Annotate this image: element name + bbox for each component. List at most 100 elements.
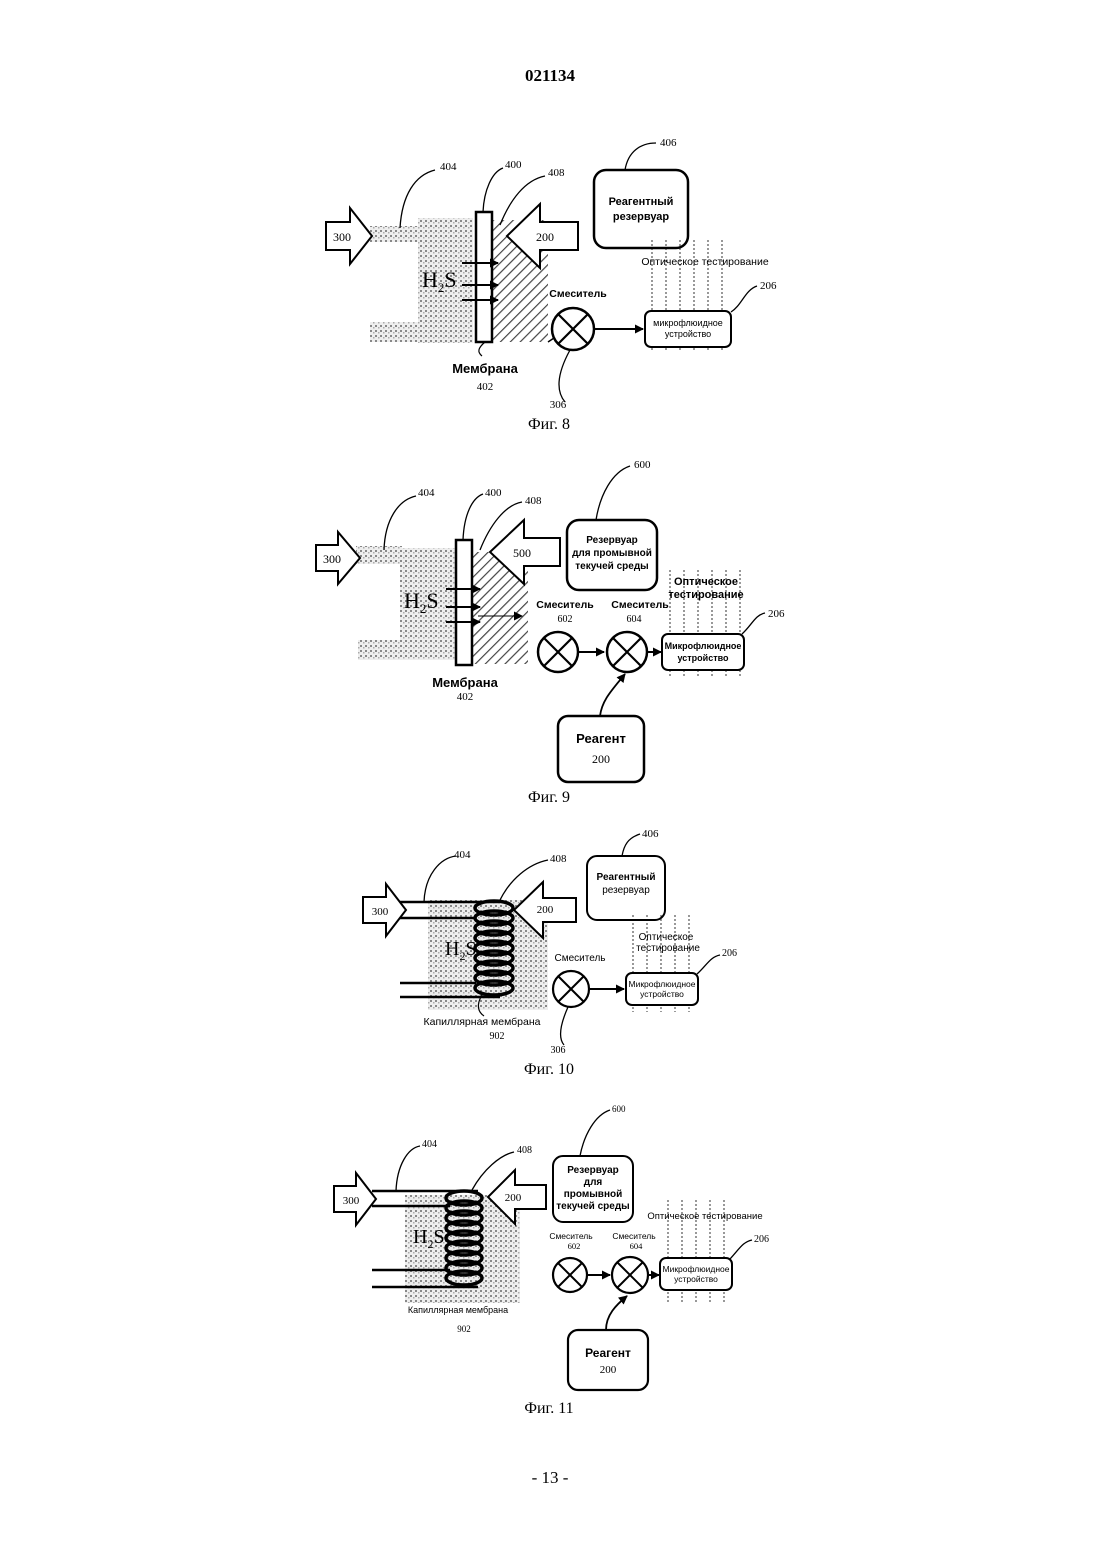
reservoir-label: Резервуар — [567, 1165, 619, 1176]
reservoir-label: для — [584, 1177, 603, 1188]
arrow-label: 500 — [513, 546, 531, 560]
leader-line — [559, 350, 570, 402]
reservoir-label: текучей среды — [556, 1201, 629, 1212]
reservoir-label: Реагентный — [597, 872, 656, 883]
arrow-label: 300 — [372, 906, 389, 918]
microfluidic-device — [662, 634, 744, 670]
ref-label: 406 — [642, 828, 659, 840]
leader-line — [384, 496, 416, 550]
ref-label: 200 — [592, 752, 610, 766]
optical-label: тестирование — [668, 589, 743, 601]
reagent-feed-arrow — [606, 1296, 627, 1330]
device-label: микрофлюидное — [653, 318, 723, 328]
outlet-pipe — [358, 640, 402, 660]
leader-line — [622, 834, 640, 856]
mixer-label: Смеситель — [612, 1231, 656, 1241]
page-number: - 13 - — [0, 1468, 1100, 1488]
ref-label: 600 — [612, 1104, 626, 1114]
leader-line — [561, 1007, 568, 1045]
ref-label: 206 — [754, 1234, 769, 1245]
optical-label: Оптическое тестирование — [641, 256, 768, 268]
figure-caption: Фиг. 9 — [528, 789, 570, 806]
ref-label: 206 — [722, 948, 737, 959]
figure-caption: Фиг. 11 — [524, 1400, 573, 1417]
ref-label: 400 — [505, 159, 522, 171]
ref-label: 902 — [490, 1031, 505, 1042]
membrane-label: Мембрана — [452, 361, 518, 376]
reagent-reservoir — [594, 170, 688, 248]
mixer-label: Смеситель — [536, 599, 594, 611]
arrow-label: 300 — [333, 230, 351, 244]
reagent-label: Реагент — [576, 731, 626, 746]
ref-label: 200 — [600, 1364, 617, 1376]
device-label: Микрофлюидное — [665, 641, 742, 651]
reservoir-label: резервуар — [613, 211, 670, 223]
leader-line — [463, 494, 483, 540]
leader-line — [396, 1146, 420, 1191]
leader-line — [742, 613, 765, 634]
membrane-label: Мембрана — [432, 675, 498, 690]
leader-line — [697, 955, 720, 974]
figure-9: 300 500 H2S 404 400 408 Резервуар для пр… — [316, 459, 785, 806]
ref-label: 600 — [634, 459, 651, 471]
reagent-feed-arrow — [600, 674, 625, 716]
ref-label: 306 — [551, 1045, 566, 1056]
optical-label: Оптическое тестирование — [647, 1211, 762, 1222]
optical-label: тестирование — [636, 943, 700, 954]
ref-label: 206 — [768, 608, 785, 620]
ref-label: 602 — [558, 614, 573, 625]
membrane — [456, 540, 472, 665]
device-label: Микрофлюидное — [629, 979, 696, 989]
reagent-container — [558, 716, 644, 782]
ref-label: 404 — [422, 1139, 437, 1150]
leader-line — [731, 286, 757, 312]
ref-label: 604 — [630, 1241, 644, 1251]
ref-label: 408 — [517, 1145, 532, 1156]
ref-label: 604 — [627, 614, 642, 625]
ref-label: 602 — [568, 1241, 581, 1251]
ref-label: 400 — [485, 487, 502, 499]
ref-label: 408 — [548, 167, 565, 179]
ref-label: 902 — [457, 1324, 471, 1334]
arrow-label: 200 — [536, 230, 554, 244]
leader-line — [730, 1240, 752, 1259]
figure-11: 300 200 H2S 404 408 Резервуар для промыв… — [334, 1104, 769, 1417]
membrane-label: Капиллярная мембрана — [408, 1305, 508, 1315]
figure-10: 300 200 H2S 404 408 Реагентный резервуар… — [363, 828, 737, 1078]
reservoir-label: Реагентный — [609, 196, 674, 208]
ref-label: 306 — [550, 399, 567, 411]
inlet-pipe — [370, 226, 420, 242]
figure-8: 300 200 H2S 404 400 408 Реагентный резер… — [326, 137, 777, 433]
mixer-label: Смеситель — [549, 1231, 593, 1241]
reagent-container — [568, 1330, 648, 1390]
leader-line — [625, 143, 656, 170]
device-label: устройство — [677, 653, 729, 663]
ref-label: 404 — [454, 849, 471, 861]
leader-line — [424, 856, 456, 902]
optical-label: Оптическое — [674, 576, 738, 588]
reservoir-label: Резервуар — [586, 535, 638, 546]
membrane-label: Капиллярная мембрана — [423, 1016, 540, 1028]
leader-line — [483, 168, 503, 212]
reagent-label: Реагент — [585, 1346, 631, 1360]
device-label: устройство — [674, 1274, 718, 1284]
mixer-label: Смеситель — [611, 599, 669, 611]
ref-label: 408 — [550, 853, 567, 865]
ref-label: 402 — [457, 691, 474, 703]
inlet-pipe — [356, 546, 402, 564]
ref-label: 408 — [525, 495, 542, 507]
arrow-label: 200 — [537, 904, 554, 916]
arrow-label: 300 — [343, 1195, 360, 1207]
mixer-label: Смеситель — [555, 953, 606, 964]
device-label: Микрофлюидное — [663, 1264, 730, 1274]
ref-label: 404 — [440, 161, 457, 173]
reservoir-label: промывной — [564, 1189, 623, 1200]
reservoir-label: для промывной — [572, 548, 652, 559]
ref-label: 404 — [418, 487, 435, 499]
leader-line — [596, 466, 630, 520]
figure-caption: Фиг. 10 — [524, 1061, 574, 1078]
membrane — [476, 212, 492, 342]
ref-label: 206 — [760, 280, 777, 292]
arrow-label: 300 — [323, 552, 341, 566]
optical-label: Оптическое — [639, 932, 694, 943]
